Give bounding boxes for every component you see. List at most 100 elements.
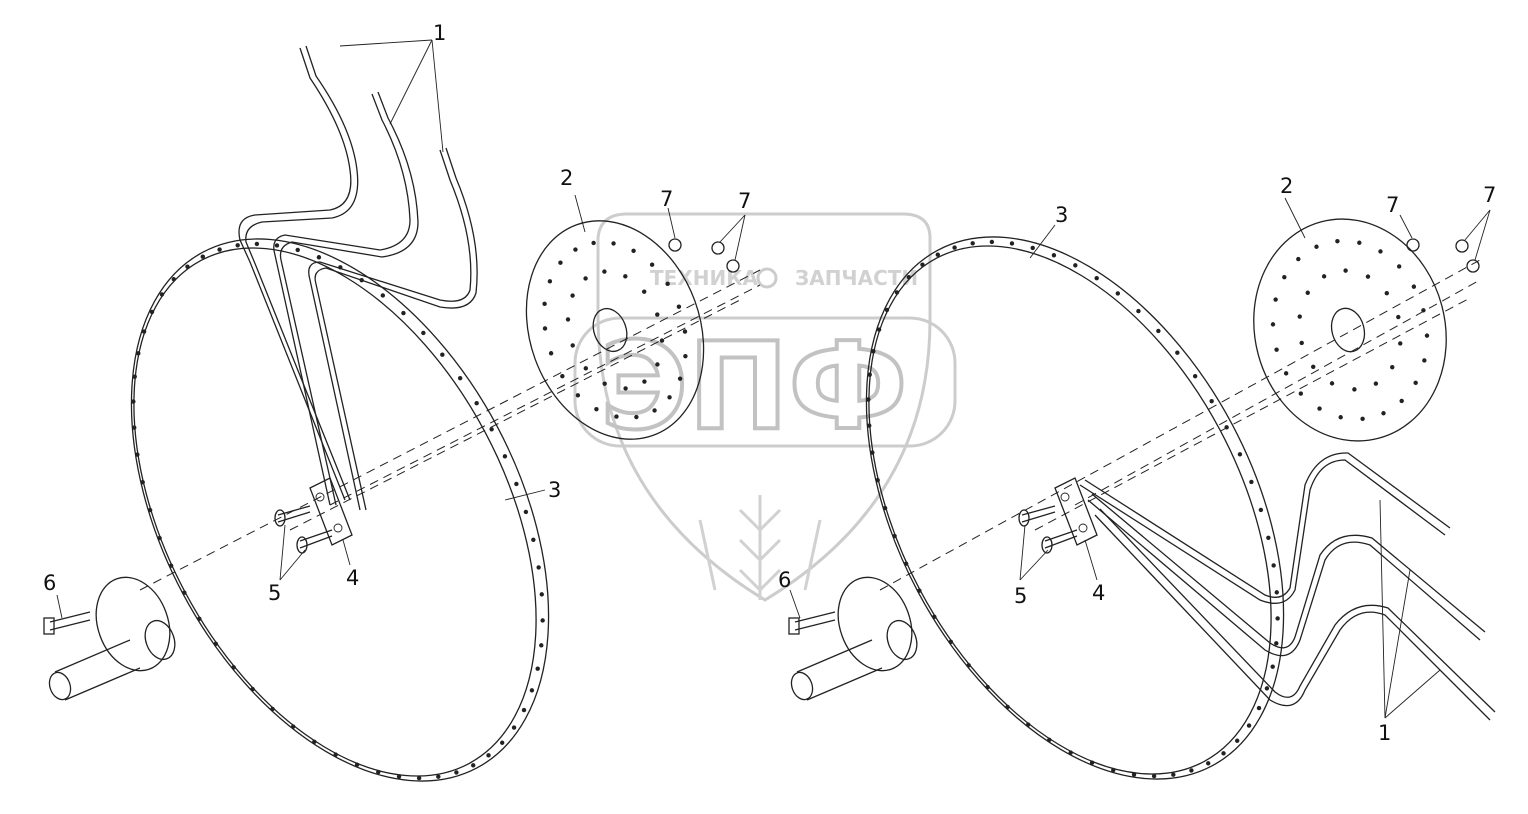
callout-1: 1 [433,21,446,45]
callout-6: 6 [778,568,791,592]
mounting-hole [641,289,647,294]
watermark-text-right: ЗАПЧАСТИ [795,266,918,290]
mounting-hole [1270,664,1275,669]
mounting-hole [935,252,940,257]
mounting-hole [1311,364,1316,370]
mounting-hole [231,665,236,670]
mounting-hole [989,239,995,245]
mounting-hole [1266,535,1271,541]
right-reel-assembly [788,197,1496,780]
mounting-hole [1298,391,1304,396]
mounting-hole [655,312,660,317]
mounting-hole [140,479,145,485]
mounting-hole [1274,347,1279,352]
mounting-hole [1373,381,1379,386]
mounting-hole [583,366,589,371]
hub-right [788,576,918,701]
mounting-hole [1175,350,1180,355]
mounting-hole [591,240,596,246]
mounting-hole [1343,268,1348,273]
mounting-hole [270,706,275,712]
mounting-hole [575,393,581,398]
mounting-hole [157,535,162,541]
mounting-hole [333,752,338,757]
mounting-hole [1396,314,1401,320]
mounting-hole [906,275,912,280]
mounting-hole [514,481,519,487]
mounting-hole [1360,416,1365,422]
callout-3: 3 [1055,203,1068,227]
mounting-hole [213,641,219,646]
mounting-hole [871,349,876,354]
mounting-hole [1156,328,1161,334]
mounting-hole [867,372,872,377]
mounting-hole [655,362,660,367]
mounting-hole [1421,308,1426,313]
mounting-hole [1335,238,1340,244]
callout-6: 6 [43,571,56,595]
wheat-icon [698,495,822,600]
mounting-hole [185,264,190,269]
disc-left [525,220,705,440]
mounting-hole [457,376,463,381]
mounting-hole [677,376,683,381]
mounting-hole [489,427,494,432]
mounting-hole [1094,275,1099,281]
mounting-hole [290,724,296,729]
callout-7: 7 [1386,193,1399,217]
mounting-hole [1258,507,1264,513]
mounting-hole [1189,768,1194,773]
hub-left [43,576,176,701]
mounting-hole [182,590,187,595]
mounting-hole [570,293,575,298]
mounting-hole [875,477,880,483]
callout-7: 7 [738,189,751,213]
mounting-hole [1398,341,1403,346]
mounting-hole [1329,381,1335,386]
callout-2: 2 [560,166,573,190]
mounting-hole [197,616,202,622]
mounting-hole [1413,380,1418,386]
mounting-hole [421,330,426,336]
mounting-hole [583,276,588,281]
mounting-hole [499,740,505,745]
mounting-hole [147,507,153,513]
mounting-hole [1271,563,1276,568]
mounting-hole [866,397,871,402]
mounting-hole [401,310,406,316]
mounting-hole [1111,767,1116,773]
nuts-right [1399,209,1491,273]
mounting-hole [1390,365,1395,370]
mounting-hole [867,423,872,428]
mounting-hole [1025,722,1031,727]
mounting-hole [659,338,665,343]
watermark-logo: ТЕХНИКА ЗАПЧАСТИ ЭПФ [573,212,957,602]
mounting-hole [436,774,441,779]
mounting-hole [1422,358,1427,363]
mounting-hole [1051,253,1057,258]
mounting-hole [132,425,137,430]
mounting-hole [531,537,536,543]
mounting-hole [235,243,240,248]
mounting-hole [295,247,300,253]
mounting-hole [274,243,280,248]
mounting-hole [535,666,540,671]
callout-7: 7 [660,187,673,211]
mounting-hole [486,753,491,758]
mounting-hole [634,414,639,420]
mounting-hole [521,707,527,713]
mounting-hole [1136,308,1141,314]
mounting-hole [1005,704,1010,710]
tine-rods-left [238,39,478,511]
mounting-hole [1384,290,1389,296]
mounting-hole [171,277,177,282]
mounting-hole [502,454,508,459]
mounting-hole [454,770,459,775]
callout-3: 3 [548,478,561,502]
mounting-hole [141,329,147,334]
mounting-hole [665,281,670,287]
mounting-hole [1399,398,1404,404]
mounting-hole [1297,314,1302,319]
mounting-hole [1381,411,1386,416]
mounting-hole [1357,240,1362,245]
